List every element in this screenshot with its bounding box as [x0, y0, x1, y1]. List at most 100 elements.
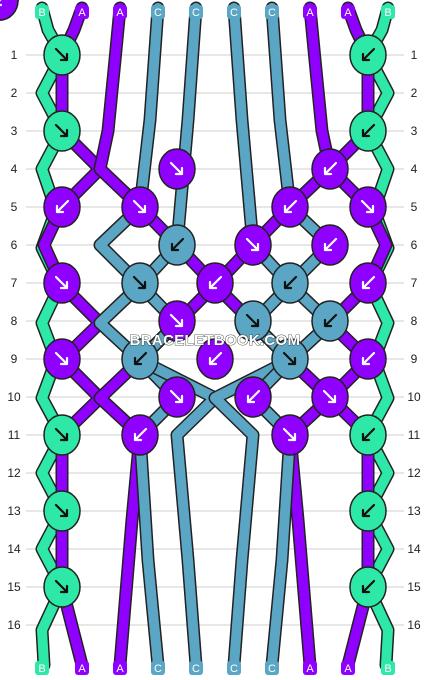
strand-end-cap — [265, 661, 279, 675]
strand-c — [210, 3, 335, 670]
knot — [43, 414, 81, 456]
knot — [234, 300, 272, 342]
row-label-right: 1 — [411, 48, 418, 62]
knot — [158, 148, 196, 190]
knot — [349, 414, 387, 456]
strand-end-cap — [151, 661, 165, 675]
knot — [43, 262, 81, 304]
strand-end-cap — [75, 5, 89, 19]
knot-arrow-icon — [169, 161, 184, 176]
knot-arrow-icon — [245, 313, 260, 328]
knot-arrow-icon — [54, 47, 69, 62]
row-label-right: 9 — [411, 352, 418, 366]
strand-end-label: C — [192, 663, 200, 675]
knot — [271, 338, 309, 380]
strand-end-cap — [381, 661, 395, 675]
knot-arrow-icon — [283, 275, 298, 290]
row-label-left: 3 — [11, 124, 18, 138]
strand-end-label: C — [192, 7, 200, 19]
strand-end-cap — [303, 661, 317, 675]
knot-arrow-icon — [361, 47, 376, 62]
row-label-right: 12 — [407, 466, 421, 480]
row-label-left: 10 — [7, 390, 21, 404]
knot — [43, 490, 81, 532]
strand-end-label: A — [344, 663, 352, 675]
row-label-right: 7 — [411, 276, 418, 290]
knot — [158, 376, 196, 418]
strand-end-label: B — [384, 663, 391, 675]
row-label-left: 15 — [7, 580, 21, 594]
strand-end-label: B — [38, 663, 45, 675]
knot-arrow-icon — [246, 389, 261, 404]
knot-arrow-icon — [208, 351, 223, 366]
knot-arrow-icon — [360, 199, 375, 214]
strand-end-cap — [75, 661, 89, 675]
strand-end-label: C — [154, 663, 162, 675]
strand-end-cap — [303, 5, 317, 19]
knot — [196, 338, 234, 380]
strand-end-cap — [189, 661, 203, 675]
strand-end-label: B — [38, 7, 45, 19]
knot-arrow-icon — [54, 579, 69, 594]
knot-arrow-icon — [54, 503, 69, 518]
row-label-left: 4 — [11, 162, 18, 176]
knot — [271, 414, 309, 456]
knot — [311, 376, 349, 418]
knot — [349, 186, 387, 228]
row-label-right: 10 — [407, 390, 421, 404]
knot-arrow-icon — [133, 427, 148, 442]
knot-arrow-icon — [282, 351, 297, 366]
knot-arrow-icon — [133, 351, 148, 366]
knot-arrow-icon — [282, 427, 297, 442]
watermark: BRACELETBOOK.COM — [130, 332, 301, 349]
row-label-right: 6 — [411, 238, 418, 252]
knot — [311, 300, 349, 342]
row-label-right: 14 — [407, 542, 421, 556]
strand-end-label: A — [306, 7, 314, 19]
knot-arrow-icon — [322, 389, 337, 404]
row-label-right: 16 — [407, 618, 421, 632]
row-label-left: 1 — [11, 48, 18, 62]
strand-end-cap — [227, 661, 241, 675]
knot-arrow-icon — [323, 161, 338, 176]
knot — [234, 376, 272, 418]
strand-end-label: A — [344, 7, 352, 19]
knot — [121, 186, 159, 228]
knot-body — [0, 0, 19, 21]
row-gridlines — [26, 54, 404, 626]
knot — [349, 34, 387, 76]
knot-arrow-icon — [283, 199, 298, 214]
knots — [0, 0, 387, 608]
strand-end-cap — [189, 5, 203, 19]
knot-arrow-icon — [54, 123, 69, 138]
knot-arrow-icon — [361, 275, 376, 290]
row-label-right: 11 — [408, 428, 421, 442]
knot-arrow-icon — [361, 351, 376, 366]
row-label-left: 7 — [11, 276, 18, 290]
strand-end-label: A — [78, 663, 86, 675]
knot-arrow-icon — [361, 579, 376, 594]
strand-end-label: C — [154, 7, 162, 19]
row-label-left: 14 — [7, 542, 21, 556]
knot-arrow-icon — [169, 313, 184, 328]
strand-end-cap — [227, 5, 241, 19]
knot-arrow-icon — [169, 389, 184, 404]
knot-arrow-icon — [361, 503, 376, 518]
knot — [121, 338, 159, 380]
row-label-right: 8 — [411, 314, 418, 328]
knot-arrow-icon — [361, 427, 376, 442]
knot-arrow-icon — [323, 237, 338, 252]
row-label-left: 8 — [11, 314, 18, 328]
knot — [271, 262, 309, 304]
row-label-left: 11 — [8, 428, 21, 442]
strand-end-label: C — [230, 663, 238, 675]
strand-end-cap — [113, 5, 127, 19]
knot — [43, 186, 81, 228]
knot — [121, 262, 159, 304]
strand-b — [363, 3, 393, 670]
knot — [121, 414, 159, 456]
strand-end-label: A — [78, 7, 86, 19]
knot — [196, 262, 234, 304]
